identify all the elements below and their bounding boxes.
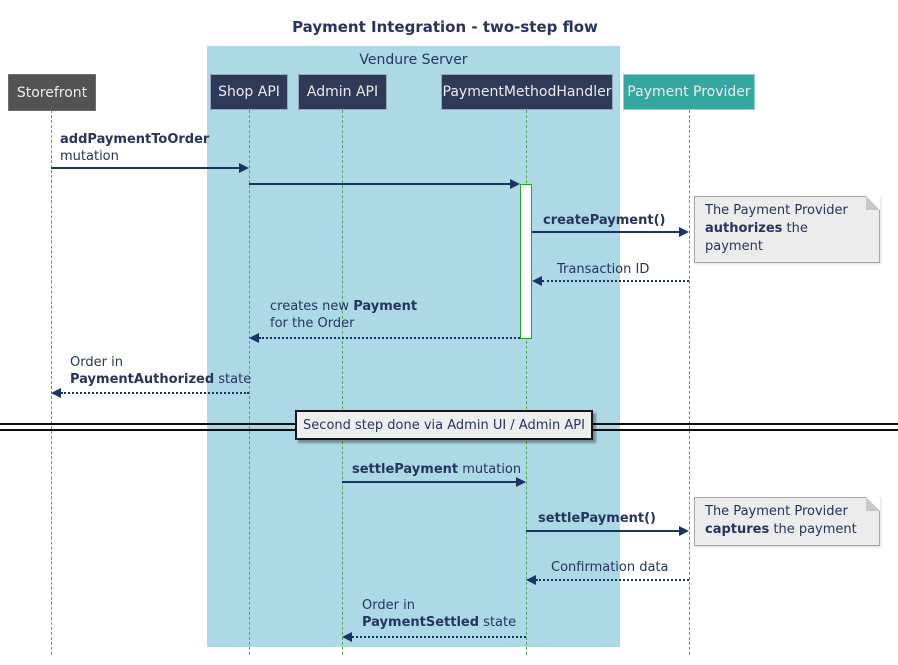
label-add-payment-to-order: addPaymentToOrder mutation [60, 131, 209, 165]
arrow-forward-to-handler [249, 183, 510, 185]
arrowhead [532, 276, 542, 286]
arrow-transaction-id [542, 280, 689, 282]
label-order-settled: Order in PaymentSettled state [362, 597, 516, 631]
label-creates-payment: creates new Payment for the Order [270, 298, 417, 332]
label-text-bold: PaymentAuthorized [70, 372, 215, 387]
note-text-bold: captures [705, 522, 770, 537]
arrow-creates-payment [259, 337, 520, 339]
arrow-settle-payment-mutation [342, 481, 516, 483]
label-transaction-id: Transaction ID [557, 262, 650, 277]
arrowhead [249, 333, 259, 343]
arrowhead [342, 632, 352, 642]
label-text-bold: settlePayment [352, 462, 459, 477]
label-text: PaymentSettled state [362, 614, 516, 631]
frame-label: Vendure Server [359, 52, 468, 68]
label-settle-payment-call: settlePayment() [538, 510, 656, 527]
label-text: state [214, 372, 252, 387]
label-text: mutation [458, 462, 522, 477]
lifeline-payment-provider [689, 110, 690, 655]
label-text: creates new Payment [270, 298, 417, 315]
label-text: Order in [362, 598, 415, 613]
diagram-title: Payment Integration - two-step flow [292, 18, 598, 36]
label-text: creates new [270, 299, 354, 314]
note-text: captures the payment [705, 521, 869, 539]
label-text: addPaymentToOrder [60, 132, 210, 147]
arrow-order-settled [352, 636, 526, 638]
arrow-settle-payment-call [526, 530, 679, 532]
arrow-create-payment [532, 231, 679, 233]
label-text: state [479, 615, 517, 630]
lifeline-shop-api [249, 110, 250, 655]
note-text: the payment [705, 221, 808, 254]
arrowhead [516, 477, 526, 487]
participant-admin-api: Admin API [298, 74, 387, 110]
note-text-bold: authorizes [705, 221, 783, 236]
arrow-confirmation-data [536, 579, 689, 581]
label-text: PaymentAuthorized state [70, 371, 251, 388]
note-authorize: The Payment Provider authorizes the paym… [694, 196, 880, 263]
participant-storefront: Storefront [8, 74, 96, 111]
arrowhead [526, 575, 536, 585]
label-create-payment: createPayment() [543, 212, 665, 229]
label-text-bold: settlePayment() [538, 511, 656, 526]
arrow-add-payment-to-order [51, 167, 239, 169]
label-order-authorized: Order in PaymentAuthorized state [70, 354, 251, 388]
label-text: createPayment() [543, 213, 666, 228]
label-confirmation-data: Confirmation data [551, 560, 669, 575]
arrowhead [51, 388, 61, 398]
participant-payment-provider: Payment Provider [623, 74, 755, 110]
label-text: Order in [70, 355, 123, 370]
arrowhead [679, 526, 689, 536]
label-text-bold: PaymentSettled [362, 615, 480, 630]
lifeline-storefront [51, 110, 52, 655]
label-text-bold: Payment [353, 299, 418, 314]
activation-bar [520, 184, 532, 339]
note-text: the payment [769, 522, 857, 537]
note-text: The Payment Provider [705, 504, 848, 519]
label-text: for the Order [270, 316, 355, 331]
vendure-server-frame [207, 46, 620, 647]
divider-label-box: Second step done via Admin UI / Admin AP… [295, 410, 593, 440]
arrow-order-authorized [61, 392, 249, 394]
arrowhead [679, 227, 689, 237]
arrowhead [239, 163, 249, 173]
note-capture: The Payment Provider captures the paymen… [694, 497, 880, 546]
label-text: mutation [60, 149, 119, 164]
participant-payment-method-handler: PaymentMethodHandler [441, 74, 613, 110]
arrowhead [510, 179, 520, 189]
lifeline-payment-method-handler [526, 110, 527, 655]
note-text: The Payment Provider [705, 203, 848, 218]
participant-shop-api: Shop API [210, 74, 288, 110]
note-text: authorizes the payment [705, 220, 869, 256]
label-settle-payment-mutation: settlePayment mutation [352, 461, 521, 478]
lifeline-admin-api [342, 110, 343, 655]
